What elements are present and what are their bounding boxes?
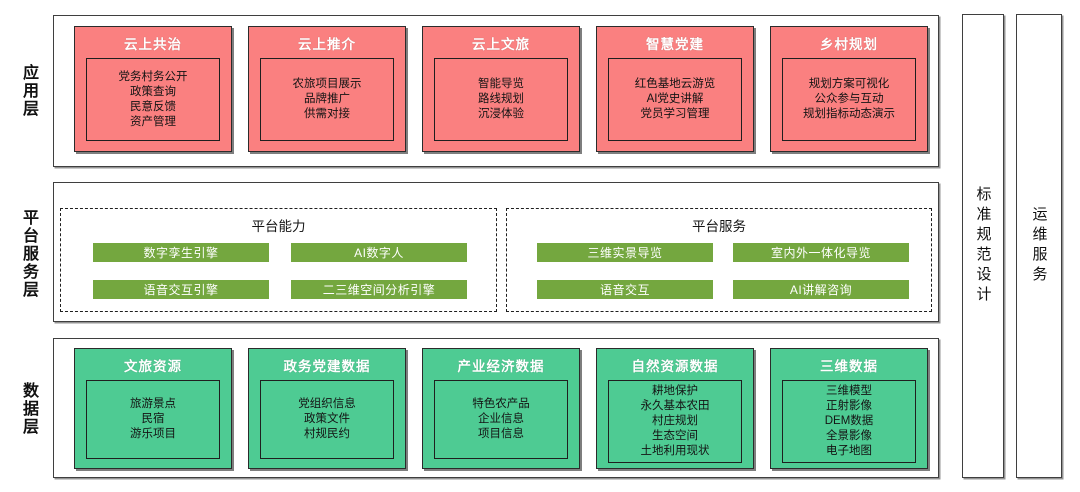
card-body: 旅游景点 民宿 游乐项目 xyxy=(86,380,220,459)
app-card-yunshang-tuijie[interactable]: 云上推介 农旅项目展示 品牌推广 供需对接 xyxy=(248,26,406,152)
card-title: 三维数据 xyxy=(820,359,878,374)
pillar-label: 标准规范设计 xyxy=(974,186,992,306)
card-item: 耕地保护 xyxy=(652,385,698,397)
card-item: 项目信息 xyxy=(478,428,524,440)
card-title: 文旅资源 xyxy=(124,359,182,374)
pillar-label: 运维服务 xyxy=(1030,206,1048,286)
card-item: 品牌推广 xyxy=(304,93,350,105)
platform-pill-2d3d-spatial-analysis-engine[interactable]: 二三维空间分析引擎 xyxy=(291,280,467,299)
card-item: 农旅项目展示 xyxy=(292,78,362,90)
card-item: 民宿 xyxy=(141,413,165,425)
app-card-xiangcun-guihua[interactable]: 乡村规划 规划方案可视化 公众参与互动 规划指标动态演示 xyxy=(770,26,928,152)
data-card-chanye-jingji-shuju[interactable]: 产业经济数据 特色农产品 企业信息 项目信息 xyxy=(422,348,580,469)
platform-pill-ai-digital-human[interactable]: AI数字人 xyxy=(291,243,467,262)
card-body: 党务村务公开 政策查询 民意反馈 资产管理 xyxy=(86,58,220,141)
layer-label-platform-service: 平台服务层 xyxy=(20,208,37,299)
card-item: 民意反馈 xyxy=(130,100,176,113)
card-body: 三维模型 正射影像 DEM数据 全景影像 电子地图 xyxy=(782,380,916,463)
card-item: 旅游景点 xyxy=(130,398,176,410)
card-item: 村规民约 xyxy=(304,428,350,440)
card-title: 政务党建数据 xyxy=(283,359,371,374)
card-item: AI党史讲解 xyxy=(646,93,704,105)
card-title: 产业经济数据 xyxy=(457,359,545,374)
data-card-sanwei-shuju[interactable]: 三维数据 三维模型 正射影像 DEM数据 全景影像 电子地图 xyxy=(770,348,928,469)
platform-capability-group: 平台能力 xyxy=(60,208,497,312)
card-item: 规划指标动态演示 xyxy=(803,108,895,120)
layer-label-data: 数据层 xyxy=(20,382,37,436)
card-item: 党组织信息 xyxy=(298,398,356,410)
card-item: 游乐项目 xyxy=(130,428,176,440)
data-card-wenlv-ziyuan[interactable]: 文旅资源 旅游景点 民宿 游乐项目 xyxy=(74,348,232,469)
platform-pill-ai-narration-consulting[interactable]: AI讲解咨询 xyxy=(733,280,909,299)
card-body: 智能导览 路线规划 沉浸体验 xyxy=(434,58,568,141)
card-title: 自然资源数据 xyxy=(631,359,719,374)
platform-pill-3d-real-scene-tour[interactable]: 三维实景导览 xyxy=(537,243,713,262)
card-item: 公众参与互动 xyxy=(814,93,884,105)
card-item: 全景影像 xyxy=(826,430,872,442)
card-item: 企业信息 xyxy=(478,413,524,425)
card-item: 政策查询 xyxy=(130,85,176,98)
card-body: 红色基地云游览 AI党史讲解 党员学习管理 xyxy=(608,58,742,141)
card-title: 乡村规划 xyxy=(820,37,878,52)
card-item: 生态空间 xyxy=(652,430,698,442)
platform-service-group: 平台服务 xyxy=(506,208,932,312)
card-item: 路线规划 xyxy=(478,93,524,105)
card-item: 电子地图 xyxy=(826,445,872,457)
pillar-operation-maintenance-service[interactable]: 运维服务 xyxy=(1016,14,1062,478)
card-item: 正射影像 xyxy=(826,400,872,412)
app-card-yunshang-wenlv[interactable]: 云上文旅 智能导览 路线规划 沉浸体验 xyxy=(422,26,580,152)
card-item: 土地利用现状 xyxy=(640,445,710,457)
card-item: 三维模型 xyxy=(826,385,872,397)
card-item: 党务村务公开 xyxy=(118,70,188,83)
card-item: 特色农产品 xyxy=(472,398,530,410)
platform-pill-voice-interaction[interactable]: 语音交互 xyxy=(537,280,713,299)
card-item: 村庄规划 xyxy=(652,415,698,427)
card-body: 特色农产品 企业信息 项目信息 xyxy=(434,380,568,459)
data-card-zhengwu-dangjian-shuju[interactable]: 政务党建数据 党组织信息 政策文件 村规民约 xyxy=(248,348,406,469)
card-title: 云上文旅 xyxy=(472,37,530,52)
card-title: 云上共治 xyxy=(124,37,182,52)
card-title: 云上推介 xyxy=(298,37,356,52)
card-item: 政策文件 xyxy=(304,413,350,425)
card-item: 智能导览 xyxy=(478,78,524,90)
card-item: 规划方案可视化 xyxy=(808,78,890,90)
platform-pill-indoor-outdoor-integrated-tour[interactable]: 室内外一体化导览 xyxy=(733,243,909,262)
card-body: 规划方案可视化 公众参与互动 规划指标动态演示 xyxy=(782,58,916,141)
data-card-ziran-ziyuan-shuju[interactable]: 自然资源数据 耕地保护 永久基本农田 村庄规划 生态空间 土地利用现状 xyxy=(596,348,754,469)
app-card-zhihui-dangjian[interactable]: 智慧党建 红色基地云游览 AI党史讲解 党员学习管理 xyxy=(596,26,754,152)
layer-label-application: 应用层 xyxy=(20,64,37,118)
card-body: 耕地保护 永久基本农田 村庄规划 生态空间 土地利用现状 xyxy=(608,380,742,463)
card-item: DEM数据 xyxy=(824,415,874,427)
card-item: 沉浸体验 xyxy=(478,108,524,120)
card-body: 党组织信息 政策文件 村规民约 xyxy=(260,380,394,459)
card-title: 智慧党建 xyxy=(646,37,704,52)
platform-pill-voice-interaction-engine[interactable]: 语音交互引擎 xyxy=(93,280,269,299)
card-item: 红色基地云游览 xyxy=(634,78,716,90)
card-body: 农旅项目展示 品牌推广 供需对接 xyxy=(260,58,394,141)
platform-pill-digital-twin-engine[interactable]: 数字孪生引擎 xyxy=(93,243,269,262)
pillar-standard-spec-design[interactable]: 标准规范设计 xyxy=(962,14,1004,478)
card-item: 资产管理 xyxy=(130,115,176,128)
group-title: 平台服务 xyxy=(692,219,746,234)
group-title: 平台能力 xyxy=(251,219,306,234)
app-card-yunshang-gongzhi[interactable]: 云上共治 党务村务公开 政策查询 民意反馈 资产管理 xyxy=(74,26,232,152)
card-item: 永久基本农田 xyxy=(640,400,710,412)
card-item: 供需对接 xyxy=(304,108,350,120)
card-item: 党员学习管理 xyxy=(640,108,710,120)
